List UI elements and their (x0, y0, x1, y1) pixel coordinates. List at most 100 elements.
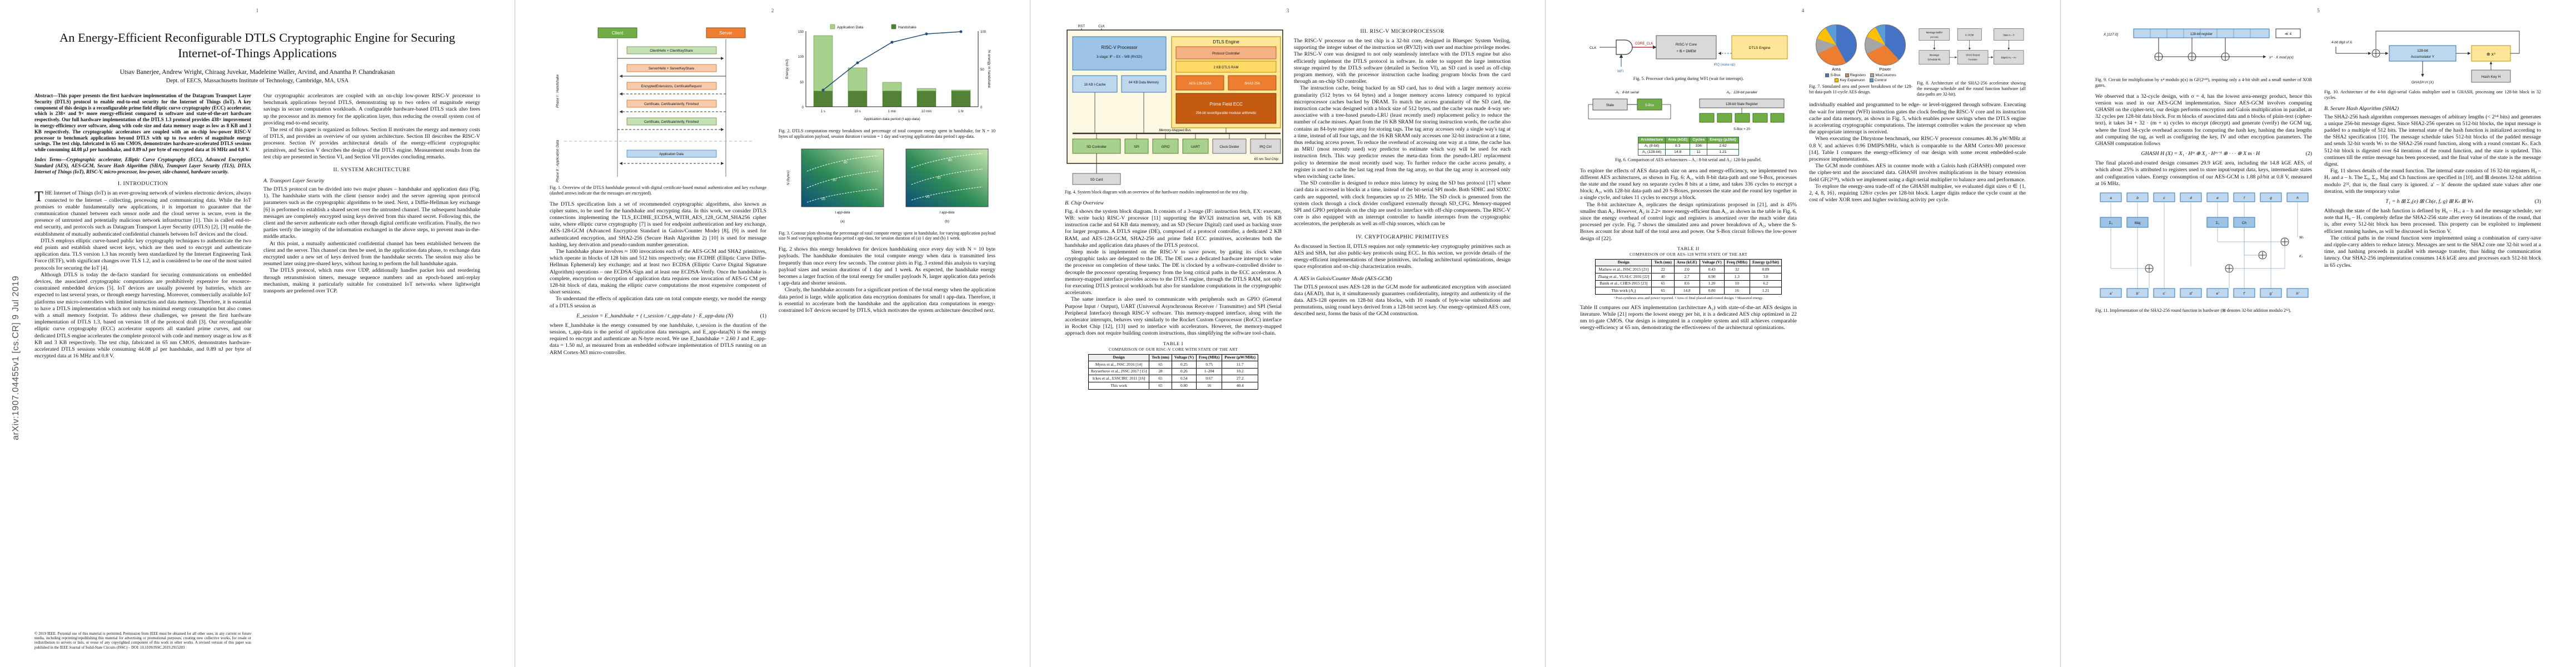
message-application-data: Application Data (619, 150, 724, 165)
legend-swatch (1835, 78, 1839, 82)
legend-swatch (1825, 73, 1830, 77)
dmem-block: 64 KB Data Memory (1121, 75, 1167, 93)
contour-label-80: 80 (948, 159, 952, 162)
energy-analysis-paragraph: Fig. 2 shows this energy breakdown for d… (779, 246, 995, 287)
x-tick: 1 min (888, 110, 896, 113)
figure-10-ghash-multiplier: 4-bit digit of Xᵢ 128-bit Accumulator Y (2331, 31, 2520, 84)
intro-paragraph-2: DTLS employs elliptic curve-based public… (34, 237, 251, 271)
uart-label: UART (1191, 146, 1200, 149)
aes-comparison-paragraph: Table II compares our AES implementation… (1580, 304, 1797, 331)
paragraph-text: HE Internet of Things (IoT) is an ever-g… (34, 190, 251, 237)
a2-state-label: 128-bit State Register (1726, 103, 1758, 106)
dhrystone-paragraph: When executing the Dhrystone benchmark, … (1809, 136, 2026, 163)
y2-axis-ticks: 0 50 100 (980, 31, 986, 109)
chip-label: 65 nm Test Chip (1254, 158, 1279, 161)
table-cell: 6.2 (1750, 280, 1782, 288)
figure-4-caption: Fig. 4. System block diagram with an ove… (1065, 190, 1248, 195)
memory-mapped-bus: Memory-Mapped Bus (1073, 92, 1280, 135)
riscv-stages-label: 3-stage: IF – EX – WB (RV32I) (1097, 56, 1142, 59)
riscv-core-label: RISC-V Core (1676, 43, 1697, 47)
table-cell: 1.3 (1723, 273, 1751, 281)
x4-multiplier-block: ⊗ x⁴ (2471, 45, 2511, 62)
table-header-cell: Tech (nm) (1149, 354, 1172, 362)
uart-block (1182, 138, 1209, 154)
a2-sbox-array (1699, 113, 1785, 123)
table-cell: This work (A₂) (1595, 287, 1652, 295)
table-cell: 65 (1651, 280, 1675, 288)
ghash-output-label: GHASH H (X) (2411, 81, 2434, 84)
a1-label: A₁ : 8-bit serial (1615, 91, 1639, 94)
ghash-cycles-paragraph: We observed that a 32-cycle design, with… (2095, 93, 2312, 147)
table-cell: 336 (1690, 142, 1708, 150)
page-2-left-column: Phase I : Handshake Phase II : Applicati… (550, 22, 766, 356)
title-block: An Energy-Efficient Reconfigurable DTLS … (51, 30, 464, 84)
contour-panel-a: 20 50 80 t app-data (a) (801, 148, 884, 223)
table-cell: This work (1088, 382, 1150, 390)
round-function-label: SHA2 Round (1966, 53, 1980, 56)
register-e-next: e′ (2216, 292, 2220, 296)
section-heading-system-architecture: II. SYSTEM ARCHITECTURE (333, 167, 411, 173)
table-2-label: TABLE II (1677, 245, 1700, 251)
figure-8-sha2-block: Message Buffer (512-bit) Message Schedul… (1917, 22, 2026, 102)
table-cell: 32 (1723, 266, 1751, 273)
phase1-label: Phase I : Handshake (556, 74, 560, 108)
table-cell: 2.0 (1673, 266, 1700, 273)
message-2-label: ServerHello + ServerKeyShare (649, 67, 695, 71)
legend-item: Registers (1845, 73, 1866, 77)
register-b: b (2136, 196, 2139, 200)
register-h-next: h′ (2296, 292, 2300, 296)
shift-label: ≪ 4 (2285, 32, 2292, 36)
message-4-label: Certificate, CertificateVerify, Finished (644, 103, 699, 106)
dtls-ram-label: 2 KB DTLS RAM (1213, 66, 1238, 69)
icache-block: 16 KB I-Cache (1072, 75, 1118, 93)
aes-architecture-a2: A₂ : 128-bit parallel 128-bit State Regi… (1699, 91, 1785, 131)
sd-controller-block (1072, 138, 1121, 154)
contour-label-20: 20 (926, 196, 930, 199)
digit-input-label: 4-bit digit of Xᵢ (2331, 41, 2353, 44)
message-5: Certificate, CertificateVerify, Finished (617, 117, 724, 131)
sd-card-block: SD Card (1072, 153, 1121, 185)
legend-handshake: Handshake (898, 26, 916, 29)
contour-y-label: N (bytes) (786, 170, 790, 185)
ecc-sub-label: 256-bit reconfigurable modular arithmeti… (1195, 112, 1256, 115)
legend-item: Key Expansion (1835, 78, 1865, 82)
equation-3: T₁ = h ⊞ Σ₁(e) ⊞ Ch(e, f, g) ⊞ Kₜ ⊞ Wₜ (… (2324, 198, 2541, 205)
wires-top (2110, 202, 2298, 289)
equation-1-body: E_session = E_handshake + ( t_session / … (576, 312, 734, 319)
table-cell: 65 (1149, 361, 1172, 369)
protocol-controller-label: Protocol Controller (1212, 52, 1240, 56)
axes (805, 31, 979, 107)
sha2-blocks (1919, 28, 2024, 64)
table-cell: 1.20 (1699, 280, 1725, 288)
table-cell: 14.8 (1665, 148, 1691, 156)
cipher-suite-paragraph: The DTLS specification lists a set of re… (550, 201, 766, 248)
y2-tick: 100 (980, 31, 986, 34)
contour-label-20: 20 (821, 198, 825, 201)
sd-controller-label: SD Controller (1087, 146, 1107, 149)
table-cell: Banik et al., CHES 2015 [23] (1595, 280, 1652, 288)
table-header-cell: Area (kGE) (1665, 136, 1691, 143)
table-cell: 0.54 (1171, 375, 1197, 383)
table-cell: Reyserhove et al., JSSC 2017 [15] (1088, 367, 1150, 376)
figure-2-energy-breakdown-chart: Application Data Handshake (785, 24, 991, 121)
page-3-columns: RST CLK RISC-V Processor 3-stage: IF – E… (1065, 22, 1511, 391)
rst-pin-label: RST (1078, 25, 1085, 28)
aes-label: AES-128-GCM (1189, 82, 1211, 86)
x-axis-label: Application data period (t app-data) (864, 117, 920, 121)
shift-register-label: 128-bit register (2190, 33, 2213, 36)
legend-item: S-Box (1825, 73, 1841, 77)
dmem-label: 64 KB Data Memory (1129, 81, 1159, 84)
dtls-engine-label: DTLS Engine (1749, 46, 1771, 50)
table-1-label: TABLE I (1163, 340, 1184, 346)
x-tick: 1 s (821, 110, 825, 113)
bus-label: Memory-Mapped Bus (1159, 129, 1190, 132)
table-cell: 0.90 (1699, 273, 1725, 281)
sha2-paragraph-1: The SHA2-256 hash algorithm compresses m… (2324, 113, 2541, 168)
table-2-footnote: ¹ Post-synthesis area and power reported… (1613, 296, 1763, 300)
